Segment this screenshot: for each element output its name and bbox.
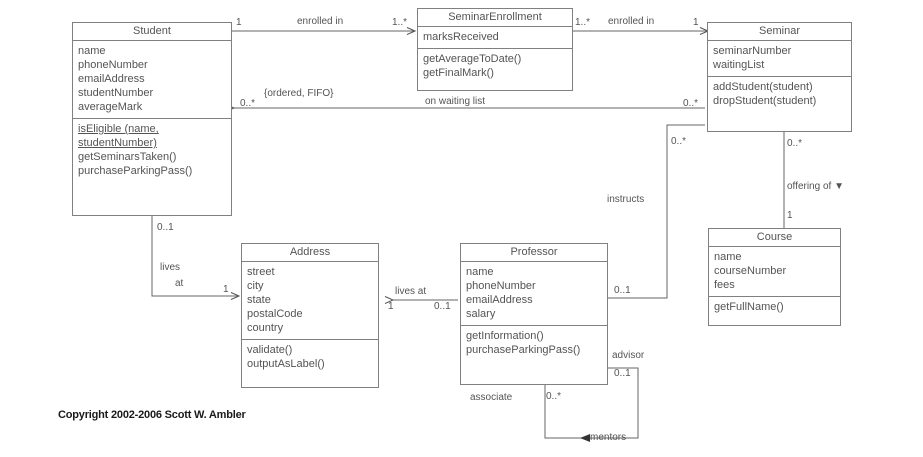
class-box-address[interactable]: Address street city state postalCode cou… — [241, 243, 379, 388]
class-attributes-address: street city state postalCode country — [242, 262, 378, 340]
association-label-lives-at-professor: lives at — [395, 286, 427, 297]
operation: purchaseParkingPass() — [78, 165, 193, 177]
class-box-seminar[interactable]: Seminar seminarNumber waitingList addStu… — [707, 22, 852, 132]
operation: getAverageToDate() — [423, 53, 522, 65]
association-label-enrolled-in-1: enrolled in — [297, 16, 344, 27]
operation: outputAsLabel() — [247, 358, 325, 370]
class-box-seminarenrollment[interactable]: SeminarEnrollment marksReceived getAvera… — [417, 8, 573, 91]
role-label-associate: associate — [470, 392, 513, 403]
attribute: postalCode — [247, 308, 303, 320]
multiplicity-student-lives-at: 0..1 — [157, 222, 174, 233]
class-operations-address: validate() outputAsLabel() — [242, 340, 378, 375]
operation: studentNumber) — [78, 137, 157, 149]
class-attributes-seminar: seminarNumber waitingList — [708, 41, 851, 77]
attribute: phoneNumber — [78, 59, 148, 71]
class-operations-student: isEligible (name, studentNumber) getSemi… — [73, 119, 231, 182]
multiplicity-student-enrolled: 1 — [236, 17, 242, 28]
attribute: averageMark — [78, 101, 143, 113]
attribute: phoneNumber — [466, 280, 536, 292]
operation: getInformation() — [466, 330, 544, 342]
multiplicity-seminar-waitinglist: 0..* — [683, 98, 699, 109]
operation: addStudent(student) — [713, 81, 813, 93]
multiplicity-student-waitinglist: 0..* — [240, 98, 256, 109]
operation: dropStudent(student) — [713, 95, 817, 107]
multiplicity-seminar-offering: 0..* — [787, 138, 803, 149]
operation: isEligible (name, — [78, 123, 159, 135]
multiplicity-enrollment-from-student: 1..* — [392, 17, 408, 28]
attribute: studentNumber — [78, 87, 154, 99]
attribute: name — [714, 251, 742, 263]
multiplicity-address-lives-at-professor: 1 — [388, 301, 394, 312]
constraint-ordered-fifo: {ordered, FIFO} — [264, 88, 334, 99]
class-operations-professor: getInformation() purchaseParkingPass() — [461, 326, 607, 361]
class-box-course[interactable]: Course name courseNumber fees getFullNam… — [708, 228, 841, 326]
class-title-student: Student — [73, 23, 231, 41]
class-attributes-student: name phoneNumber emailAddress studentNum… — [73, 41, 231, 119]
association-label-lives-line1: lives — [160, 262, 181, 273]
association-label-on-waiting-list: on waiting list — [425, 96, 486, 107]
class-box-student[interactable]: Student name phoneNumber emailAddress st… — [72, 22, 232, 216]
attribute: emailAddress — [466, 294, 533, 306]
multiplicity-address-lives-at-student: 1 — [223, 284, 229, 295]
offering-of-text: offering of — [787, 181, 832, 192]
class-operations-course: getFullName() — [709, 297, 840, 318]
operation: getSeminarsTaken() — [78, 151, 177, 163]
class-operations-seminar: addStudent(student) dropStudent(student) — [708, 77, 851, 112]
association-label-lives-line2: at — [175, 278, 184, 289]
attribute: courseNumber — [714, 265, 787, 277]
role-label-advisor: advisor — [612, 350, 645, 361]
attribute: name — [78, 45, 106, 57]
class-operations-seminarenrollment: getAverageToDate() getFinalMark() — [418, 49, 572, 84]
class-box-professor[interactable]: Professor name phoneNumber emailAddress … — [460, 243, 608, 385]
triangle-down-icon: ▼ — [834, 181, 844, 192]
mentors-arrow-icon — [580, 434, 590, 442]
class-attributes-course: name courseNumber fees — [709, 247, 840, 297]
operation: validate() — [247, 344, 293, 356]
attribute: salary — [466, 308, 496, 320]
class-title-seminar: Seminar — [708, 23, 851, 41]
class-title-course: Course — [709, 229, 840, 247]
attribute: state — [247, 294, 271, 306]
class-title-address: Address — [242, 244, 378, 262]
multiplicity-seminar-enrolled: 1 — [693, 17, 699, 28]
copyright-notice: Copyright 2002-2006 Scott W. Ambler — [58, 409, 246, 421]
attribute: street — [247, 266, 275, 278]
multiplicity-professor-instructs: 0..1 — [614, 285, 631, 296]
class-title-seminarenrollment: SeminarEnrollment — [418, 9, 572, 27]
multiplicity-mentors: 0..* — [546, 391, 562, 402]
attribute: country — [247, 322, 284, 334]
class-attributes-professor: name phoneNumber emailAddress salary — [461, 262, 607, 326]
edge-professor-seminar — [608, 124, 705, 299]
class-title-professor: Professor — [461, 244, 607, 262]
multiplicity-course-offering: 1 — [787, 210, 793, 221]
operation: purchaseParkingPass() — [466, 344, 581, 356]
edge-professor-self — [544, 367, 639, 439]
role-label-mentors: mentors — [590, 432, 627, 443]
attribute: emailAddress — [78, 73, 145, 85]
multiplicity-enrollment-to-seminar: 1..* — [575, 17, 591, 28]
edge-student-address — [151, 215, 239, 296]
association-label-offering-of: offering of ▼ — [787, 181, 844, 193]
attribute: waitingList — [713, 59, 765, 71]
operation: getFullName() — [714, 301, 784, 313]
multiplicity-advisor: 0..1 — [614, 368, 631, 379]
operation: getFinalMark() — [423, 67, 494, 79]
multiplicity-seminar-instructs: 0..* — [671, 136, 687, 147]
attribute: city — [247, 280, 264, 292]
association-label-enrolled-in-2: enrolled in — [608, 16, 655, 27]
association-label-instructs: instructs — [607, 194, 645, 205]
attribute: marksReceived — [423, 31, 499, 43]
class-attributes-seminarenrollment: marksReceived — [418, 27, 572, 49]
attribute: fees — [714, 279, 735, 291]
attribute: seminarNumber — [713, 45, 792, 57]
multiplicity-professor-lives-at: 0..1 — [434, 301, 451, 312]
attribute: name — [466, 266, 494, 278]
